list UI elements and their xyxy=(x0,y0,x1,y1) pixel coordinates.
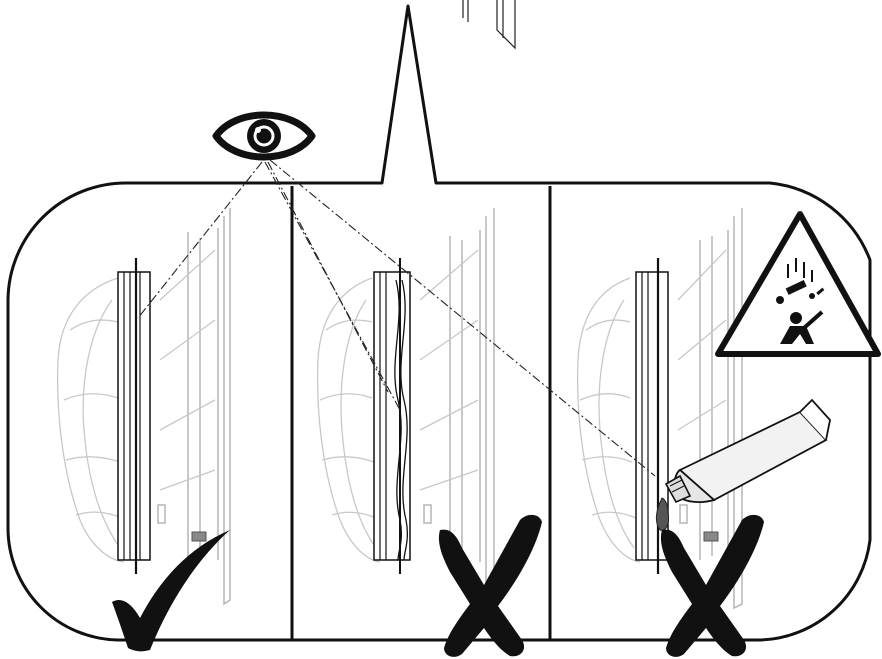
panel-correct-seal xyxy=(58,208,230,651)
seal-profile-2 xyxy=(374,258,410,574)
panel-wavy-seal xyxy=(318,208,542,657)
top-device-fragment xyxy=(463,0,515,48)
eye-icon xyxy=(216,115,312,157)
panel-glued-seal xyxy=(578,208,878,657)
seal-profile-1 xyxy=(118,258,150,574)
x-mark-icon xyxy=(439,515,542,657)
